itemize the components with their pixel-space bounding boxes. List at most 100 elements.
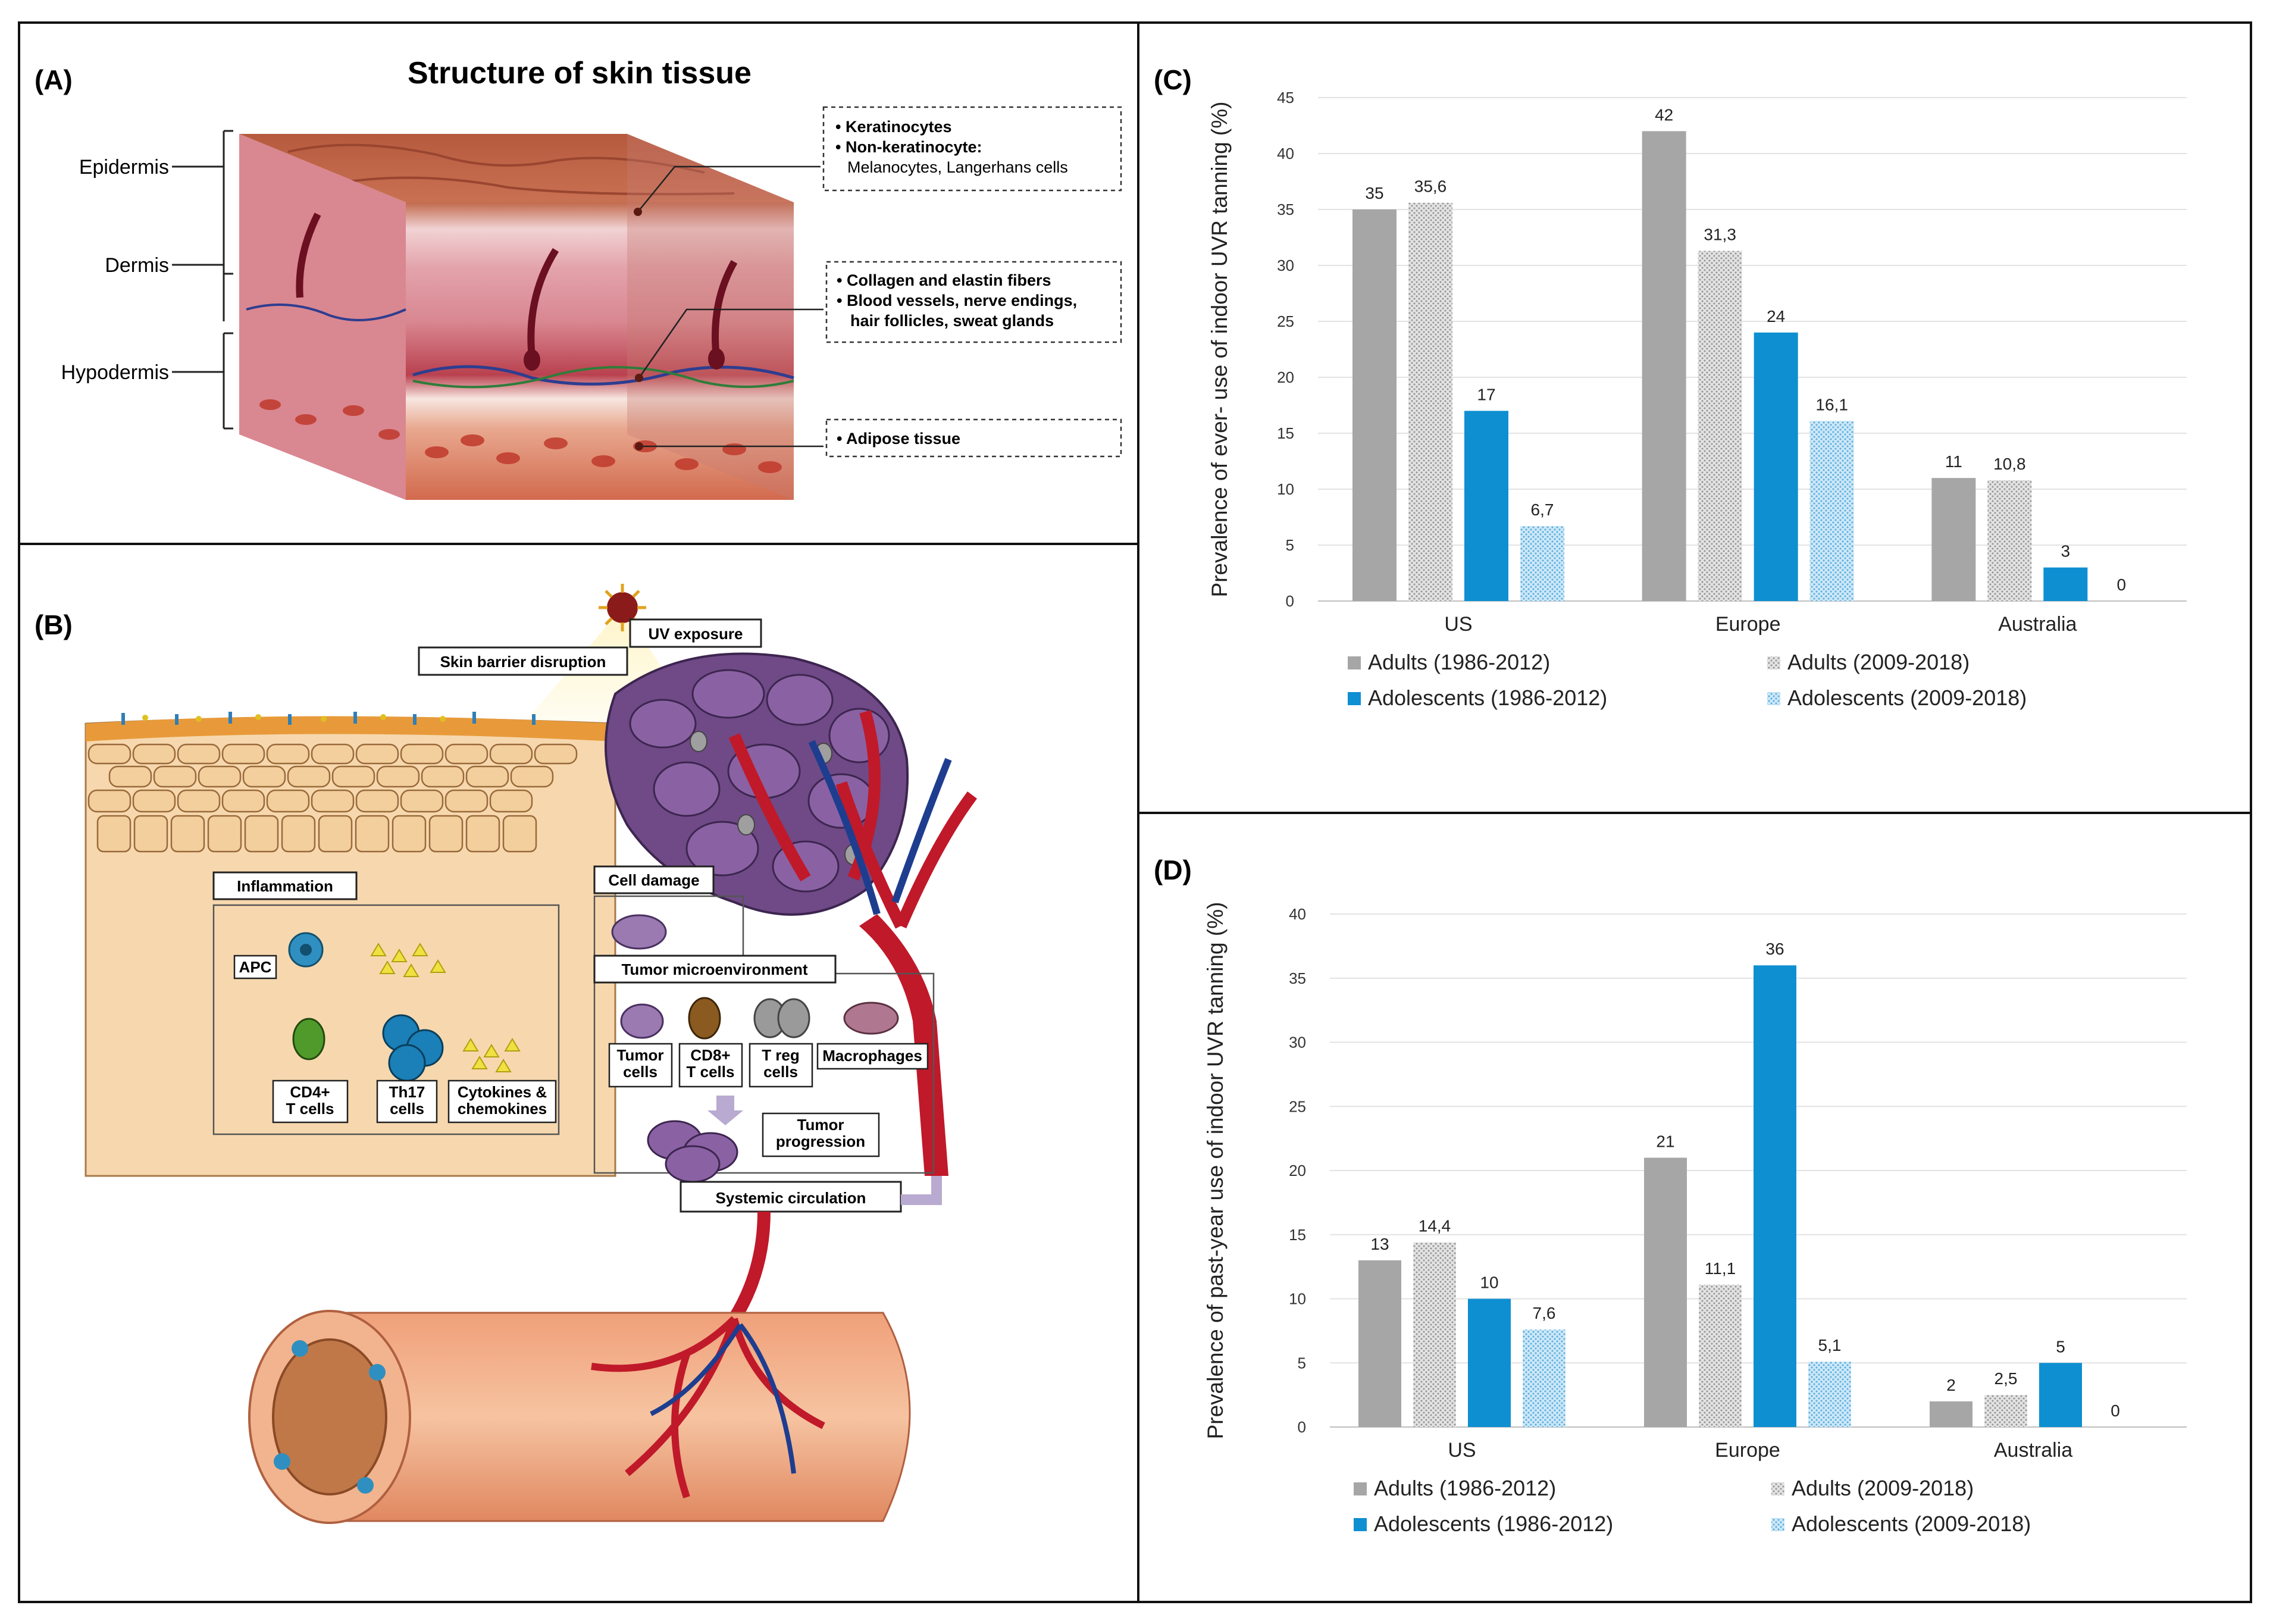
bar [1754,332,1798,601]
layer-brackets [172,130,233,430]
bar-value-label: 35,6 [1414,177,1447,196]
bar-value-label: 2 [1946,1376,1956,1394]
bar-value-label: 31,3 [1704,226,1736,244]
legend-label: Adolescents (1986-2012) [1374,1512,1613,1536]
y-tick-label: 40 [1289,905,1306,923]
tumor-progression-icon [647,1120,738,1183]
bar-value-label: 14,4 [1419,1217,1451,1235]
layer-label-epidermis: Epidermis [79,156,169,179]
y-tick-label: 20 [1289,1162,1306,1179]
bar-value-label: 42 [1655,105,1673,124]
tme-box [593,955,837,984]
x-category-label: Australia [1998,613,2077,636]
tumor-cells-label-1: Tumor [617,1046,664,1064]
legend-swatch [1767,656,1780,669]
tme-label: Tumor microenvironment [621,960,807,978]
box1-line3: Melanocytes, Langerhans cells [847,158,1068,176]
y-tick-label: 25 [1289,1097,1306,1115]
box2-line2: • Blood vessels, nerve endings, [837,292,1077,309]
skin-structure-figure: (A) Structure of skin tissue Epidermis D… [35,56,1122,500]
legend-label: Adults (1986-2012) [1374,1476,1556,1500]
bar [1352,209,1397,601]
bar-value-label: 13 [1370,1235,1389,1253]
legend-swatch [1354,1482,1367,1495]
tumor-progression-box [762,1112,880,1157]
tumor-mass-illustration [605,652,978,1176]
cytokines-box [447,1079,557,1124]
panel-a-title: Structure of skin tissue [408,56,752,90]
bar [1468,1298,1511,1427]
bar [1699,1284,1742,1427]
bar-value-label: 24 [1767,307,1785,326]
sun-icon [599,584,646,631]
bar-value-label: 7,6 [1533,1304,1556,1322]
th17-cells-icon [382,1014,444,1082]
skin-barrier-box [418,646,628,676]
inflammation-box [212,871,358,900]
uv-exposure-label: UV exposure [649,625,743,643]
y-tick-label: 30 [1277,256,1294,274]
bar [1930,1401,1972,1427]
legend-label: Adolescents (2009-2018) [1792,1512,2031,1536]
bar [1987,480,2032,601]
box2-line3: hair follicles, sweat glands [850,312,1054,330]
th17-label-2: cells [390,1100,424,1118]
y-tick-label: 15 [1289,1226,1306,1244]
bar [1984,1395,2027,1427]
box1-line2: • Non-keratinocyte: [835,138,982,156]
bar-value-label: 17 [1477,385,1495,403]
bar [2043,567,2088,601]
cytokines-label-2: chemokines [458,1100,547,1118]
panel-a-tag: (A) [35,64,73,95]
bar [1931,478,1976,601]
y-tick-label: 10 [1277,480,1294,498]
bar [1408,202,1452,602]
bar-value-label: 5 [2056,1337,2065,1356]
legend-swatch [1771,1482,1784,1495]
bar [1809,421,1854,601]
bar [1413,1242,1456,1427]
bar [1754,965,1796,1427]
tme-arrow [707,1096,743,1125]
cell-damage-box [593,865,715,894]
panel-b-uv-mechanisms: (B) UV exposure Skin barrier disruption [18,543,1139,1603]
y-tick-label: 0 [1298,1418,1306,1436]
tumor-progression-label-1: Tumor [797,1116,844,1134]
panel-a-skin-structure: (A) Structure of skin tissue Epidermis D… [18,21,1139,545]
bar [1464,411,1508,601]
y-tick-label: 0 [1286,592,1294,610]
bar [1520,526,1564,601]
bar-value-label: 11 [1945,452,1962,471]
bar-value-label: 16,1 [1815,395,1848,414]
layer-label-hypodermis: Hypodermis [61,361,169,384]
x-category-label: US [1448,1439,1476,1462]
bar-value-label: 10,8 [1993,455,2026,473]
box2-line1: • Collagen and elastin fibers [837,271,1051,289]
skin-barrier-label: Skin barrier disruption [440,653,606,671]
bar [1808,1362,1851,1427]
inflammation-region [212,904,560,1135]
skin-block-illustration [239,134,794,500]
y-tick-label: 10 [1289,1290,1306,1308]
dermis-components-box [825,261,1122,343]
tme-cell-icons [620,997,899,1040]
x-category-label: Australia [1994,1439,2072,1462]
layer-label-dermis: Dermis [105,254,169,277]
bar-value-label: 3 [2061,542,2071,561]
legend-swatch [1348,692,1361,705]
pointer-lines [637,165,824,448]
bar-value-label: 36 [1765,940,1784,958]
cd4-cell-icon [292,1018,325,1060]
legend-label: Adults (1986-2012) [1368,650,1550,674]
bar-value-label: 10 [1480,1273,1498,1292]
cytokines-label-1: Cytokines & [458,1083,547,1101]
inflammation-label: Inflammation [237,877,333,895]
macrophages-box [816,1043,929,1070]
treg-label-1: T reg [762,1046,800,1064]
treg-label-2: cells [763,1063,798,1081]
bar-value-label: 21 [1656,1132,1674,1150]
bar-value-label: 0 [2111,1401,2120,1420]
